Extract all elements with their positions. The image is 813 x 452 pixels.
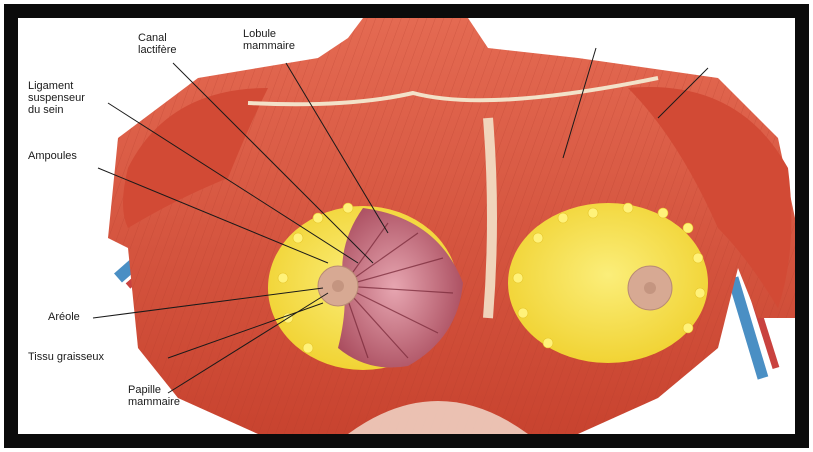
label-deltoide: M. deltoïde — [698, 50, 752, 62]
label-ligament-suspenseur: Ligament suspenseur du sein — [28, 80, 85, 116]
label-grand-pectoral: M. grand pectoral — [573, 28, 659, 40]
label-tissu-graisseux: Tissu graisseux — [28, 351, 104, 363]
right-breast-fat — [508, 203, 708, 363]
image-frame: Canal lactifère Lobule mammaire Ligament… — [4, 4, 809, 448]
anatomy-illustration: Canal lactifère Lobule mammaire Ligament… — [18, 18, 795, 434]
label-ampoules: Ampoules — [28, 150, 77, 162]
label-lobule-mammaire: Lobule mammaire — [243, 28, 295, 52]
label-canal-lactifere: Canal lactifère — [138, 32, 177, 56]
label-papille-mammaire: Papille mammaire — [128, 384, 180, 408]
left-nipple — [332, 280, 344, 292]
right-nipple — [644, 282, 656, 294]
sternum — [488, 118, 492, 318]
label-areole: Aréole — [48, 311, 80, 323]
chest-anatomy-svg — [18, 18, 795, 434]
